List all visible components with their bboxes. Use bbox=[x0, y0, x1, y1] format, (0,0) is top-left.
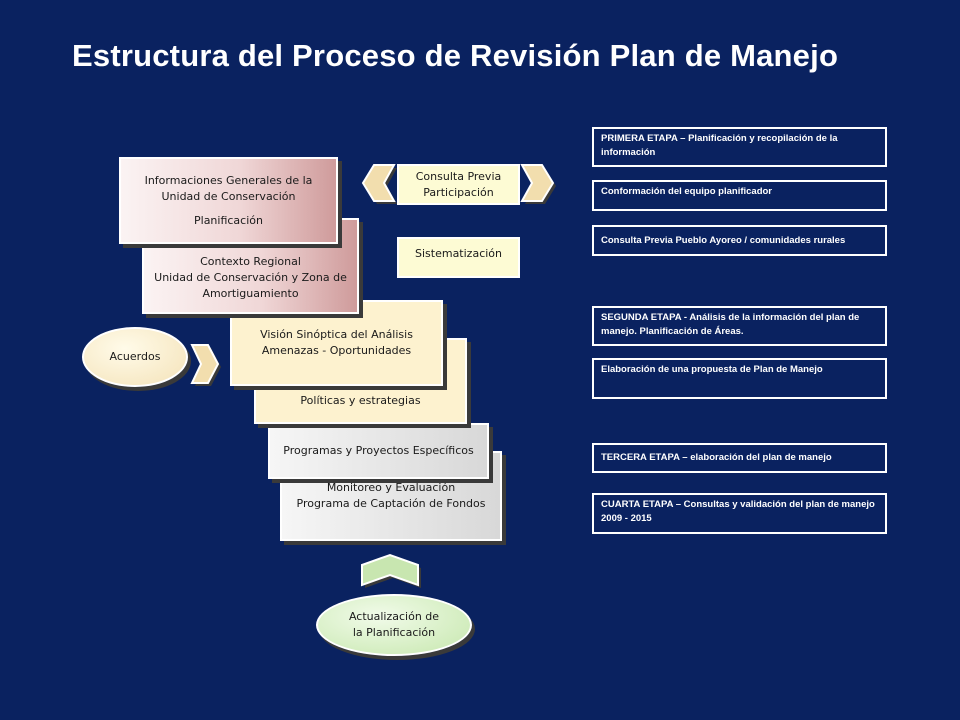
actualizacion-oval: Actualización de la Planificación bbox=[316, 594, 472, 656]
programas-box: Programas y Proyectos Específicos bbox=[268, 423, 489, 479]
cuarta-etapa-box: CUARTA ETAPA – Consultas y validación de… bbox=[592, 493, 887, 534]
contexto-line2: Unidad de Conservación y Zona de bbox=[154, 271, 347, 284]
programas-label: Programas y Proyectos Específicos bbox=[283, 444, 474, 457]
elaboracion-label: Elaboración de una propuesta de Plan de … bbox=[601, 364, 823, 375]
left-chevron-icon bbox=[361, 164, 397, 204]
sistematizacion-label: Sistematización bbox=[415, 247, 502, 260]
vision-line1: Visión Sinóptica del Análisis bbox=[260, 328, 413, 341]
info-general-line3: Planificación bbox=[194, 213, 263, 227]
right-chevron-icon bbox=[520, 164, 556, 204]
info-general-line1: Informaciones Generales de la bbox=[144, 173, 313, 187]
consulta-line2: Participación bbox=[423, 185, 494, 199]
page-title: Estructura del Proceso de Revisión Plan … bbox=[72, 38, 839, 73]
segunda-etapa-label: SEGUNDA ETAPA - Análisis de la informaci… bbox=[601, 312, 860, 337]
tercera-etapa-label: TERCERA ETAPA – elaboración del plan de … bbox=[601, 452, 832, 463]
cuarta-etapa-label: CUARTA ETAPA – Consultas y validación de… bbox=[601, 499, 875, 524]
consulta-line1: Consulta Previa bbox=[415, 169, 502, 183]
primera-etapa-box: PRIMERA ETAPA – Planificación y recopila… bbox=[592, 127, 887, 167]
actualizacion-line2: la Planificación bbox=[352, 626, 436, 639]
conformacion-label: Conformación del equipo planificador bbox=[601, 186, 773, 197]
actualizacion-line1: Actualización de bbox=[348, 610, 440, 623]
up-arrow-icon bbox=[361, 553, 421, 588]
consulta-previa-box: Consulta Previa Participación bbox=[397, 164, 520, 205]
info-general-line2: Unidad de Conservación bbox=[161, 189, 296, 203]
acuerdos-oval: Acuerdos bbox=[82, 327, 188, 387]
primera-etapa-desc: – Planificación y recopilación de la inf… bbox=[601, 133, 838, 158]
contexto-line1: Contexto Regional bbox=[200, 255, 301, 268]
elaboracion-box: Elaboración de una propuesta de Plan de … bbox=[592, 358, 887, 399]
monitoreo-line1: Monitoreo y Evaluación bbox=[326, 481, 456, 494]
acuerdos-arrow-icon bbox=[190, 344, 221, 386]
sistematizacion-box: Sistematización bbox=[397, 237, 520, 278]
primera-etapa-title: PRIMERA ETAPA bbox=[601, 133, 678, 144]
consulta-pueblo-box: Consulta Previa Pueblo Ayoreo / comunida… bbox=[592, 225, 887, 256]
vision-line2: Amenazas - Oportunidades bbox=[261, 344, 412, 357]
consulta-pueblo-label: Consulta Previa Pueblo Ayoreo / comunida… bbox=[601, 235, 846, 246]
info-general-box: Informaciones Generales de la Unidad de … bbox=[119, 157, 338, 244]
politicas-label: Políticas y estrategias bbox=[300, 394, 421, 407]
monitoreo-line2: Programa de Captación de Fondos bbox=[296, 497, 486, 510]
tercera-etapa-box: TERCERA ETAPA – elaboración del plan de … bbox=[592, 443, 887, 473]
conformacion-box: Conformación del equipo planificador bbox=[592, 180, 887, 211]
vision-box: Visión Sinóptica del Análisis Amenazas -… bbox=[230, 300, 443, 386]
acuerdos-label: Acuerdos bbox=[109, 350, 161, 363]
segunda-etapa-box: SEGUNDA ETAPA - Análisis de la informaci… bbox=[592, 306, 887, 346]
contexto-line3: Amortiguamiento bbox=[202, 287, 299, 300]
